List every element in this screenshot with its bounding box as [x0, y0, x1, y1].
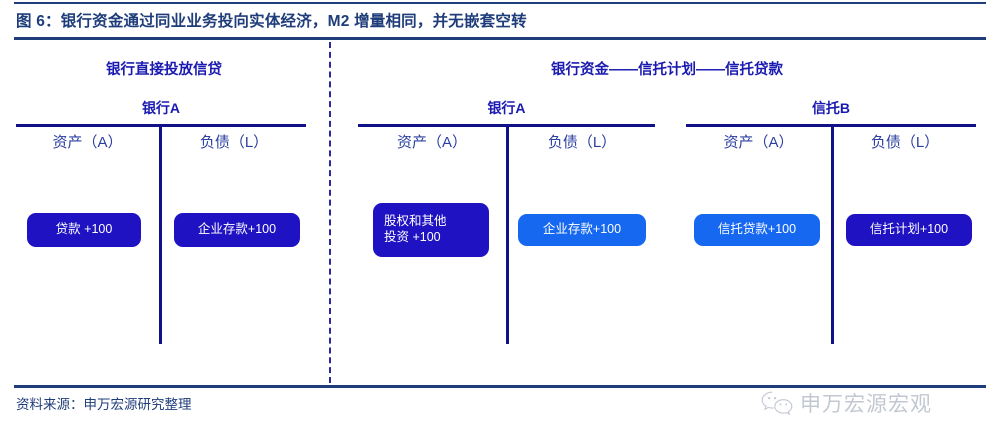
entity-name: 银行A: [487, 100, 526, 116]
section-dashed-divider: [329, 42, 331, 383]
column-header-liabilities: 负债（L）: [547, 134, 617, 151]
entity-name: 信托B: [811, 100, 851, 116]
entity-top-rule: [686, 124, 976, 127]
wechat-icon: [760, 390, 794, 416]
footer-rule: [14, 385, 986, 388]
title-bottom-rule: [14, 37, 986, 40]
pill-trust-loans-plus-100[interactable]: 信托贷款+100: [694, 214, 820, 246]
column-header-liabilities: 负债（L）: [199, 134, 269, 151]
section-caption-trust-chain: 银行资金——信托计划——信托贷款: [551, 62, 783, 78]
figure-title: 图 6：银行资金通过同业业务投向实体经济，M2 增量相同，并无嵌套空转: [16, 13, 527, 30]
column-header-assets: 资产（A）: [396, 134, 467, 151]
entity-center-divider: [831, 127, 834, 344]
watermark: 申万宏源宏观: [760, 388, 932, 418]
column-header-assets: 资产（A）: [52, 134, 123, 151]
title-top-rule: [14, 2, 986, 4]
entity-top-rule: [16, 124, 306, 127]
pill-trust-plan-plus-100[interactable]: 信托计划+100: [846, 214, 972, 246]
entity-top-rule: [358, 124, 655, 127]
pill-corporate-deposits-plus-100[interactable]: 企业存款+100: [174, 213, 300, 247]
entity-name: 银行A: [141, 100, 181, 116]
column-header-assets: 资产（A）: [723, 134, 794, 151]
watermark-text: 申万宏源宏观: [800, 393, 932, 416]
column-header-liabilities: 负债（L）: [870, 134, 940, 151]
source-note: 资料来源：申万宏源研究整理: [16, 397, 192, 412]
entity-center-divider: [159, 127, 162, 344]
pill-corporate-deposits-plus-100-bright[interactable]: 企业存款+100: [518, 214, 646, 246]
pill-loans-plus-100[interactable]: 贷款 +100: [27, 213, 141, 247]
section-caption-direct-lending: 银行直接投放信贷: [106, 62, 222, 78]
pill-equity-and-other-investment-plus-100[interactable]: 股权和其他 投资 +100: [373, 203, 489, 257]
entity-center-divider: [506, 127, 509, 344]
